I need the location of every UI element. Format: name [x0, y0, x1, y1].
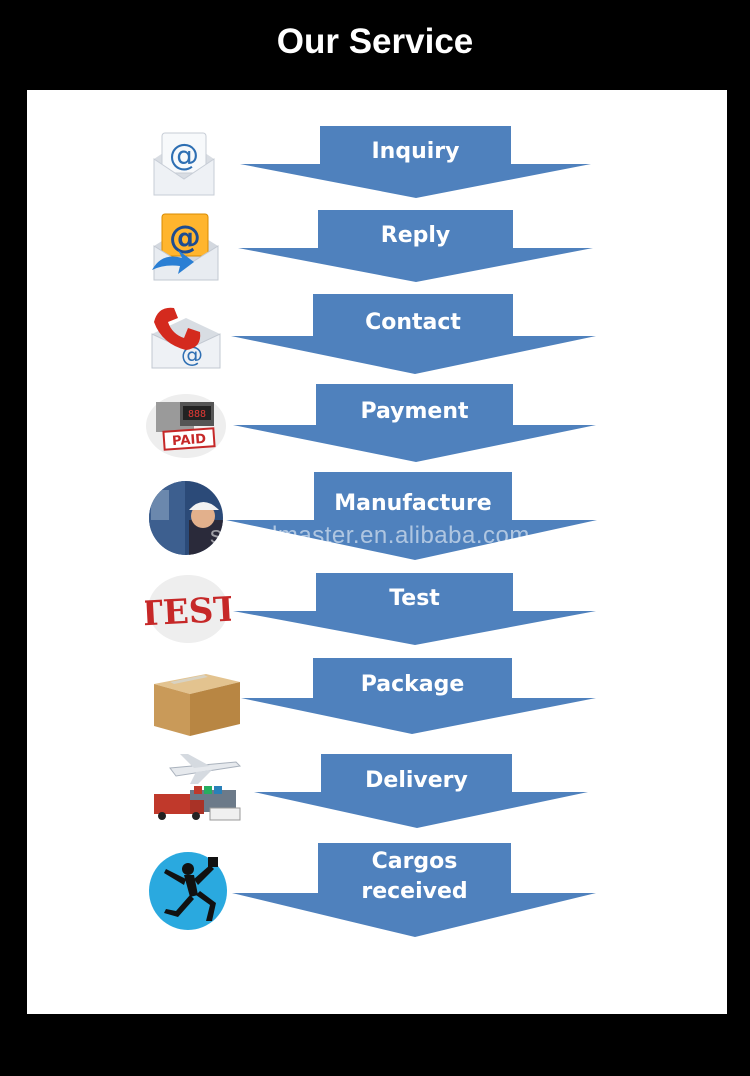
email-envelope-icon: @ — [153, 132, 215, 196]
step-label: Manufacture — [334, 491, 492, 516]
email-reply-icon: @ — [152, 213, 219, 281]
step-label: Reply — [380, 223, 451, 248]
step-label: Payment — [360, 399, 469, 424]
flow-arrow — [238, 210, 593, 282]
step-label: Delivery — [365, 768, 468, 793]
flow-arrow — [254, 754, 588, 828]
flow-arrow — [226, 472, 597, 560]
step-label: Inquiry — [371, 139, 460, 164]
flow-arrow — [233, 573, 596, 645]
step-label: Package — [360, 672, 465, 697]
flow-arrow — [241, 658, 596, 734]
page-title: Our Service — [276, 22, 474, 61]
flow-arrow — [240, 126, 591, 198]
svg-text:888: 888 — [188, 409, 206, 420]
plane-truck-ship-icon — [154, 754, 242, 821]
test-stamp-icon: TEST — [145, 575, 231, 643]
svg-text:PAID: PAID — [172, 432, 207, 449]
flow-arrow — [232, 843, 596, 937]
svg-text:TEST: TEST — [145, 589, 231, 634]
svg-text:@: @ — [169, 218, 201, 256]
flow-arrow — [231, 294, 596, 374]
jumping-person-icon — [149, 852, 227, 930]
step-label: Cargos received — [318, 847, 511, 907]
flow-arrow — [233, 384, 596, 462]
step-label: Contact — [365, 310, 461, 335]
step-label-line2: received — [361, 879, 468, 904]
cardboard-box-icon — [154, 674, 240, 736]
worker-icon — [149, 481, 223, 555]
paid-stamp-icon: 888 PAID — [146, 394, 226, 458]
svg-text:@: @ — [169, 138, 199, 173]
phone-email-icon: @ — [151, 307, 221, 369]
step-label-line1: Cargos — [371, 849, 458, 874]
step-label: Test — [389, 586, 440, 611]
watermark-text: speedmaster.en.alibaba.com — [210, 522, 530, 549]
